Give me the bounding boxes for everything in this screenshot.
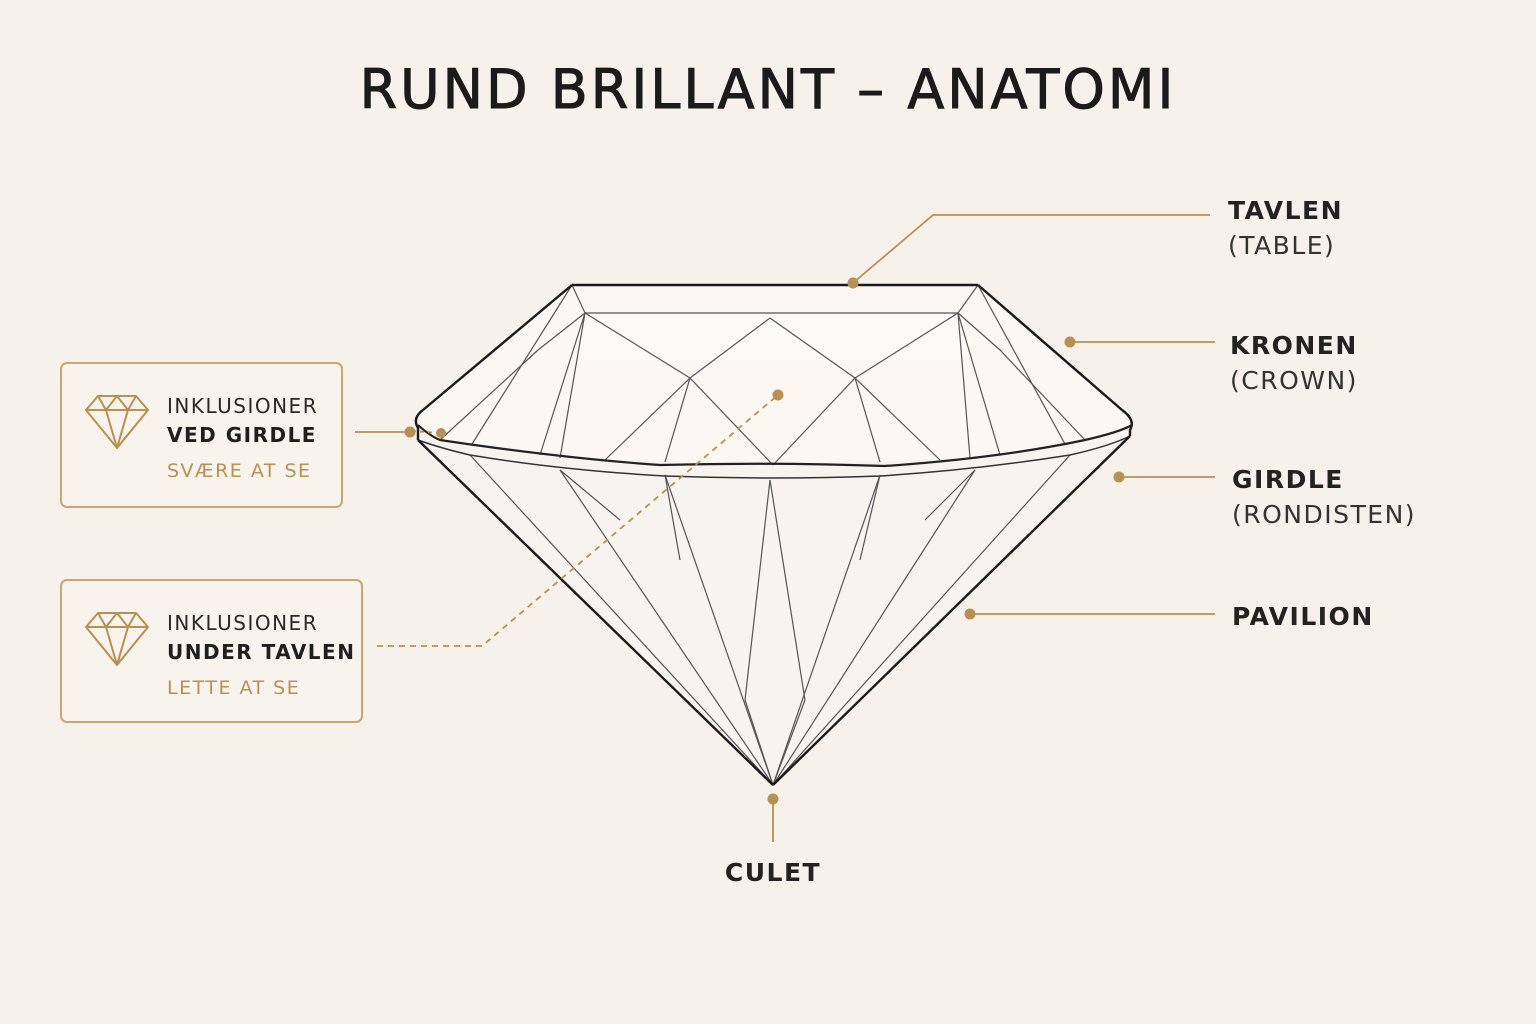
info-box-girdle: INKLUSIONER VED GIRDLE SVÆRE AT SE: [60, 362, 343, 508]
label-pavilion: PAVILION: [1232, 602, 1374, 631]
dot-culet: [767, 793, 779, 805]
info-box-girdle-line2: VED GIRDLE: [167, 423, 317, 447]
dot-table: [847, 277, 859, 289]
pavilion-facets: [469, 454, 1071, 786]
dot-pavilion: [964, 608, 976, 620]
label-pavilion-main: PAVILION: [1232, 602, 1374, 631]
diamond-crown-fill: [418, 285, 1132, 465]
diamond-outline: [414, 283, 1133, 786]
label-table: TAVLEN (TABLE): [1228, 196, 1343, 260]
diamond-girdle-lower: [417, 435, 1131, 479]
dot-box-girdle: [404, 426, 416, 438]
info-box-girdle-line3: SVÆRE AT SE: [167, 460, 312, 482]
info-box-table-line1: INKLUSIONER: [167, 611, 319, 635]
dot-crown: [1064, 336, 1076, 348]
label-crown-sub: (CROWN): [1230, 366, 1358, 395]
info-box-girdle-line1: INKLUSIONER: [167, 394, 319, 418]
info-box-table: INKLUSIONER UNDER TAVLEN LETTE AT SE: [60, 579, 363, 723]
leader-lines: [355, 214, 1215, 842]
label-crown: KRONEN (CROWN): [1230, 331, 1358, 395]
leader-dots: [404, 277, 1125, 805]
label-girdle-sub: (RONDISTEN): [1232, 500, 1417, 529]
dot-box-girdle-inner: [436, 428, 446, 438]
label-crown-main: KRONEN: [1230, 331, 1358, 360]
crown-facets: [439, 284, 1086, 466]
leader-table: [852, 214, 1210, 284]
label-girdle-main: GIRDLE: [1232, 465, 1344, 494]
diamond-icon: [85, 612, 149, 666]
dot-box-table: [772, 389, 784, 401]
info-box-table-line3: LETTE AT SE: [167, 677, 301, 699]
diamond-pavilion-fill: [418, 430, 1130, 785]
label-culet: CULET: [0, 858, 1536, 887]
label-culet-main: CULET: [724, 858, 822, 887]
diamond-table-facet: [575, 313, 973, 360]
label-girdle: GIRDLE (RONDISTEN): [1232, 465, 1416, 529]
dot-girdle: [1113, 471, 1125, 483]
label-table-main: TAVLEN: [1228, 196, 1344, 225]
leader-box-table: [377, 394, 779, 647]
info-box-table-line2: UNDER TAVLEN: [167, 640, 356, 664]
page-title: RUND BRILLANT – ANATOMI: [359, 58, 1177, 122]
diamond-icon: [85, 395, 149, 449]
label-table-sub: (TABLE): [1228, 231, 1336, 260]
diamond-girdle-band: [417, 424, 1133, 468]
diamond-illustration: [414, 283, 1133, 786]
